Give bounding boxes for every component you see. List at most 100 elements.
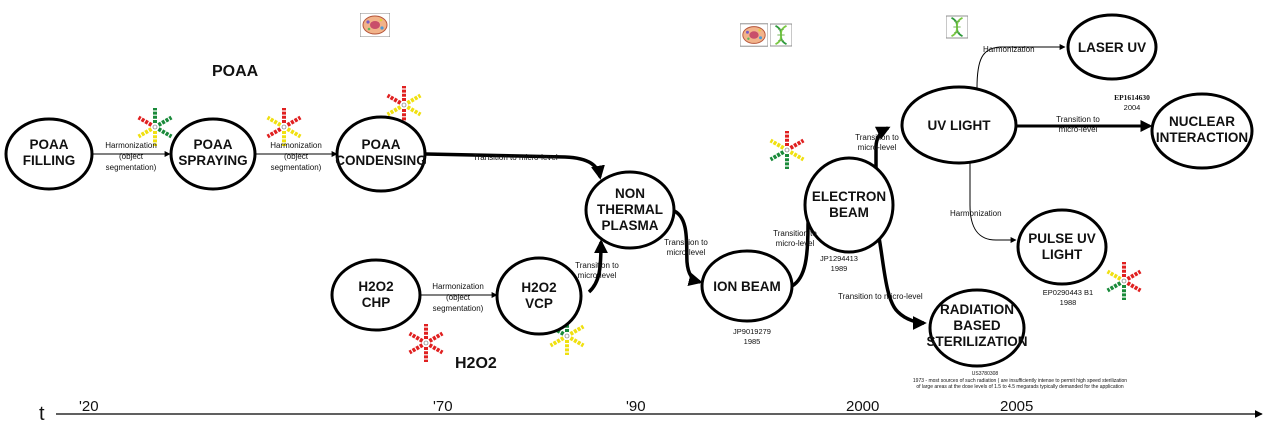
star-ray — [406, 93, 422, 105]
node-radiation[interactable] — [928, 288, 1026, 368]
edge-ntp-ion — [671, 208, 703, 287]
star-ray — [386, 105, 402, 117]
resource-star-icon — [386, 86, 422, 124]
year-label: 2005 — [1000, 398, 1033, 415]
nodes — [4, 13, 1254, 368]
star-ray — [428, 343, 444, 355]
star-center — [1121, 278, 1127, 284]
node-ntp[interactable] — [584, 170, 676, 250]
group-title-poaa: POAA — [212, 63, 259, 80]
edge-electron-uv — [874, 126, 891, 176]
resource-star-icon — [549, 317, 585, 355]
year-label: 2000 — [846, 398, 879, 415]
star-ray — [1126, 281, 1142, 293]
edge-condensing-ntp — [425, 152, 605, 180]
star-ray — [157, 115, 173, 127]
star-center — [564, 333, 570, 339]
star-ray — [569, 324, 585, 336]
node-poaa-filling[interactable] — [4, 117, 94, 191]
patent-radiation-note: 1973 - most sources of such radiation ( … — [913, 378, 1127, 390]
edge-vcp-ntp — [587, 239, 608, 294]
group-title-h2o2: H2O2 — [455, 355, 497, 372]
star-ray — [789, 150, 805, 162]
star-ray — [428, 331, 444, 343]
star-center — [281, 124, 287, 130]
star-ray — [286, 115, 302, 127]
edge-label-harm-uv-laser: Harmonization — [983, 45, 1035, 54]
edge-electron-radiation — [876, 231, 927, 330]
star-ray — [769, 138, 785, 150]
star-ray — [1106, 281, 1122, 293]
star-ray — [286, 127, 302, 139]
edge-label-harm-uv-pulse: Harmonization — [950, 209, 1002, 218]
star-ray — [1126, 269, 1142, 281]
star-ray — [549, 336, 565, 348]
star-ray — [137, 115, 153, 127]
edge-label-micro-condensing: Transition to micro-level — [473, 153, 558, 162]
star-center — [401, 102, 407, 108]
label-uv-light: UV LIGHT — [928, 118, 992, 133]
star-ray — [386, 93, 402, 105]
star-ray — [157, 127, 173, 139]
node-nuclear[interactable] — [1150, 92, 1254, 170]
star-ray — [406, 105, 422, 117]
star-center — [423, 340, 429, 346]
star-ray — [408, 343, 424, 355]
star-ray — [408, 331, 424, 343]
label-ion-beam: ION BEAM — [713, 279, 781, 294]
node-uv-light[interactable] — [900, 85, 1018, 165]
node-electron-beam[interactable] — [803, 156, 895, 254]
star-ray — [549, 324, 565, 336]
edge-label-micro-electron-rad: Transition to micro-level — [838, 292, 923, 301]
node-pulse-uv[interactable] — [1016, 208, 1108, 286]
resource-star-icon — [266, 108, 302, 146]
node-h2o2-chp[interactable] — [330, 258, 422, 332]
star-ray — [569, 336, 585, 348]
year-label: '20 — [79, 398, 99, 415]
star-ray — [137, 127, 153, 139]
resource-star-icon — [137, 108, 173, 146]
node-poaa-condensing[interactable] — [335, 115, 427, 193]
dna-helix-icon — [946, 14, 968, 40]
node-poaa-spraying[interactable] — [169, 117, 257, 191]
node-h2o2-vcp[interactable] — [495, 256, 583, 336]
year-label: '90 — [626, 398, 646, 415]
label-laser-uv: LASER UV — [1078, 40, 1146, 55]
node-laser-uv[interactable] — [1066, 13, 1158, 81]
timeline-t-symbol: t — [39, 403, 45, 425]
star-center — [152, 124, 158, 130]
patent-radiation-id: US3780308 — [972, 371, 999, 377]
star-ray — [1106, 269, 1122, 281]
star-ray — [769, 150, 785, 162]
star-center — [784, 147, 790, 153]
resource-star-icon — [769, 131, 805, 169]
resource-star-icon — [408, 324, 444, 362]
star-ray — [789, 138, 805, 150]
year-label: '70 — [433, 398, 453, 415]
node-ion-beam[interactable] — [700, 249, 794, 323]
